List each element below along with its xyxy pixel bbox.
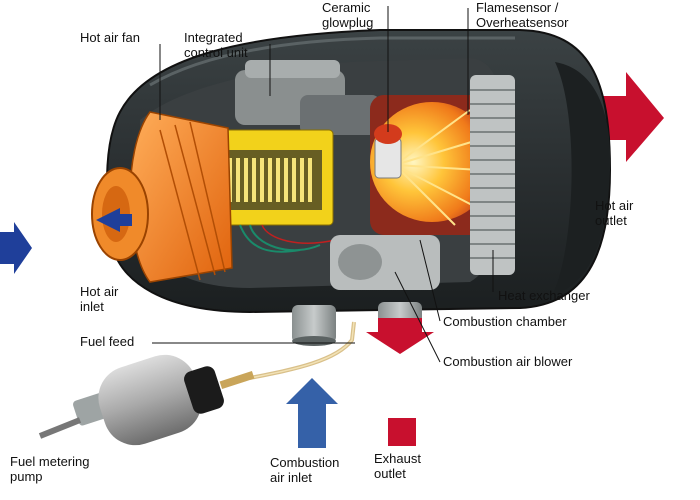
label-fuel-metering-pump: Fuel metering pump (10, 454, 90, 484)
combustion-air-inlet-pipe (292, 305, 336, 346)
fuel-line (249, 321, 356, 380)
leader-lines (152, 6, 494, 363)
label-hot-air-fan: Hot air fan (80, 30, 140, 45)
combustion-air-blower (330, 235, 440, 290)
label-heat-exchanger: Heat exchanger (498, 288, 590, 303)
heat-exchanger-fins (470, 75, 515, 275)
label-hot-air-outlet: Hot air outlet (595, 198, 634, 228)
ceramic-glowplug (374, 124, 402, 179)
label-fuel-feed: Fuel feed (80, 334, 135, 349)
combustion-air-inlet-arrow (286, 378, 338, 448)
cold-air-inlet-arrow (0, 222, 32, 274)
hot-air-fan (91, 111, 233, 283)
control-unit-board (214, 129, 336, 253)
exhaust-arrow (366, 318, 434, 354)
label-integrated-control-unit: Integrated control unit (184, 30, 248, 60)
fuel-metering-pump (38, 354, 255, 446)
label-flamesensor: Flamesensor / Overheatsensor (476, 0, 569, 30)
label-combustion-chamber: Combustion chamber (443, 314, 567, 329)
label-exhaust-outlet: Exhaust outlet (374, 451, 421, 481)
exhaust-legend-square (388, 418, 416, 446)
label-combustion-air-blower: Combustion air blower (443, 354, 573, 369)
label-ceramic-glowplug: Ceramic glowplug (322, 0, 374, 30)
label-combustion-air-inlet: Combustion air inlet (270, 455, 340, 485)
label-hot-air-inlet: Hot air inlet (80, 284, 119, 314)
hot-air-inlet-arrow (96, 208, 132, 232)
